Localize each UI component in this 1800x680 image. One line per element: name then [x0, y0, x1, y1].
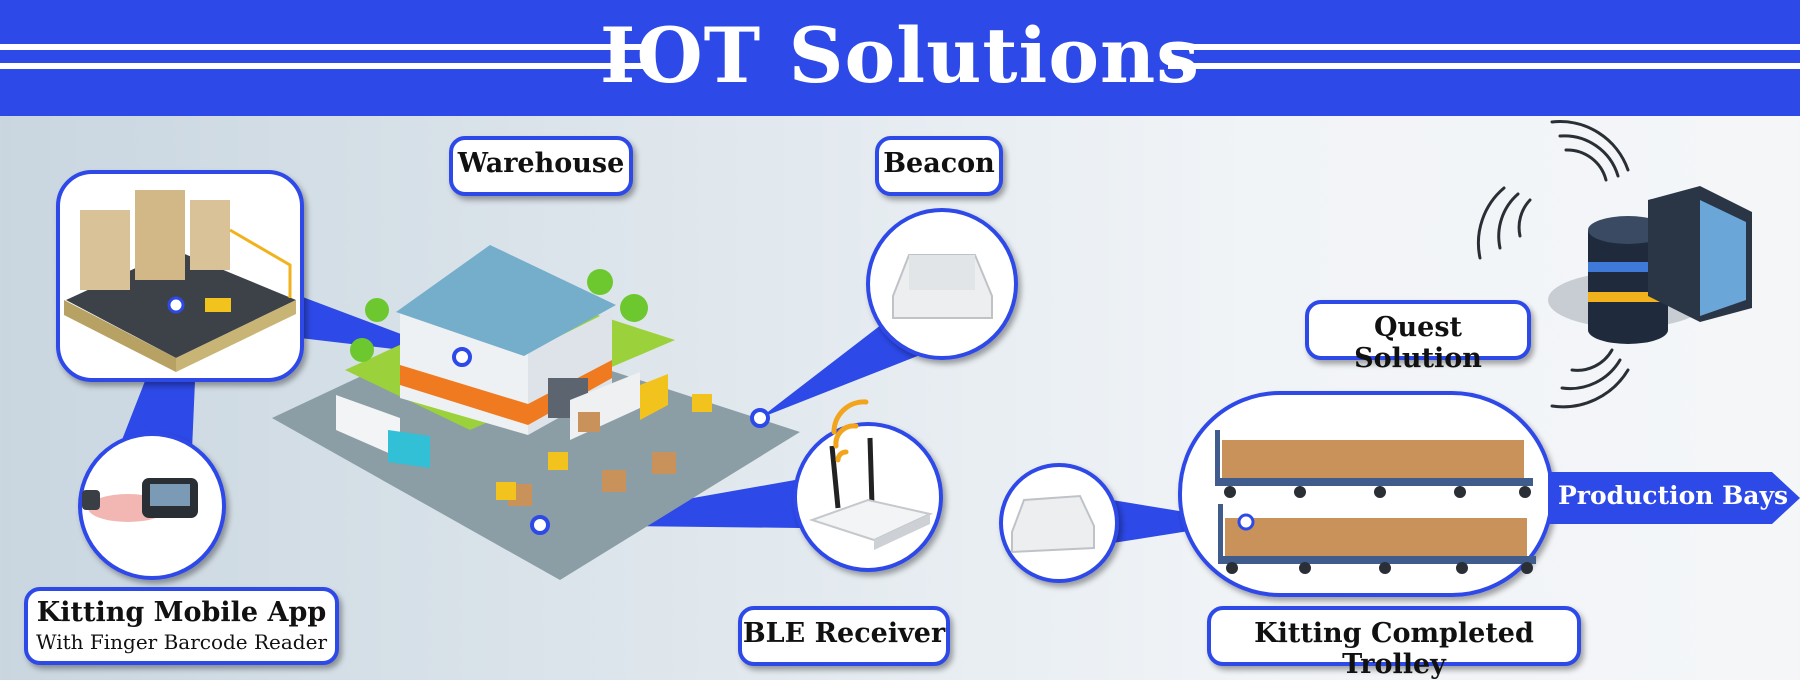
wifi-signal-icon	[831, 399, 869, 463]
forklift	[548, 452, 568, 470]
radio-waves-icon	[1476, 120, 1630, 409]
ble-receiver-circle	[793, 399, 943, 572]
quest-solution-label: Quest Solution	[1305, 300, 1531, 374]
beacon-device-small	[1011, 494, 1095, 554]
crate	[602, 470, 626, 492]
kitting-app-circle	[78, 432, 226, 580]
router-antenna	[829, 445, 841, 509]
building-orange-stripe	[400, 365, 528, 425]
tree	[365, 298, 389, 322]
trolley-row-top	[1215, 430, 1533, 498]
ble-receiver-label-text: BLE Receiver	[742, 618, 946, 649]
finger-barcode-reader	[82, 490, 100, 510]
truck-left-cab	[388, 430, 430, 468]
connector-beacon	[760, 318, 920, 418]
crate	[578, 412, 600, 432]
kitting-app-subtitle: With Finger Barcode Reader	[35, 630, 328, 654]
connector-trolley-beacon	[1100, 498, 1246, 545]
router-antenna	[867, 437, 875, 506]
trolley-row-bottom	[1218, 504, 1536, 574]
production-bays-label: Production Bays	[1558, 481, 1789, 510]
sensor-marker-building	[452, 347, 472, 367]
production-bays-arrow	[1548, 472, 1800, 524]
banner-stripe-right-bottom	[1168, 63, 1800, 69]
trolley-sensor-marker	[1237, 513, 1255, 531]
worker-marker	[167, 296, 185, 314]
sensor-marker-beacon	[750, 408, 770, 428]
ble-receiver-label: BLE Receiver	[738, 606, 950, 666]
quest-solution-label-text: Quest Solution	[1354, 312, 1482, 374]
beacon-circle	[866, 208, 1018, 360]
beacon-label: Beacon	[875, 136, 1003, 196]
forklift	[692, 394, 712, 412]
agv-cart	[205, 298, 231, 312]
shelf-rack	[80, 210, 130, 290]
crate	[652, 452, 676, 474]
truck-right-cab	[640, 374, 668, 420]
truck-left-trailer	[336, 395, 400, 458]
shelf-rack	[190, 200, 230, 270]
banner-stripe-left-top	[0, 44, 645, 50]
building-roof	[396, 245, 616, 356]
banner-stripe-left-bottom	[0, 63, 645, 69]
forklift	[496, 482, 516, 500]
tree	[350, 338, 374, 362]
sensor-marker-ble	[530, 515, 550, 535]
warehouse-interior-inset	[56, 170, 304, 382]
kitting-trolley-label-text: Kitting Completed Trolley	[1254, 618, 1534, 680]
tree	[620, 294, 648, 322]
kitting-app-label: Kitting Mobile App With Finger Barcode R…	[24, 587, 339, 665]
title-banner: IOT Solutions	[0, 0, 1800, 116]
warehouse-label-text: Warehouse	[457, 148, 625, 179]
kitting-trolley-label: Kitting Completed Trolley	[1207, 606, 1581, 680]
scanner-screen	[150, 484, 190, 506]
warehouse-label: Warehouse	[449, 136, 633, 196]
trolley-panel	[1178, 391, 1554, 597]
banner-stripe-right-top	[1168, 44, 1800, 50]
beacon-label-text: Beacon	[883, 148, 995, 179]
kitting-app-title: Kitting Mobile App	[36, 597, 327, 628]
tree	[587, 269, 613, 295]
shelf-rack	[135, 190, 185, 280]
banner-title: IOT Solutions	[599, 11, 1201, 100]
server-database-icon	[1548, 186, 1752, 344]
warehouse-yard	[272, 245, 800, 580]
trolley-beacon-circle	[999, 463, 1119, 583]
